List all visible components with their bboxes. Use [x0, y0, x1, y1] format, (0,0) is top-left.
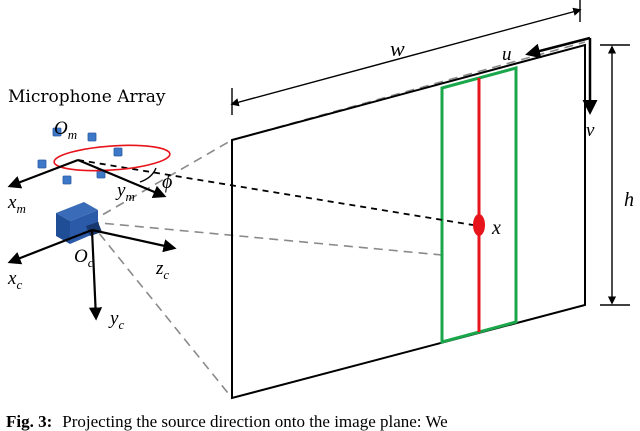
mic-element	[113, 147, 123, 157]
oc-label: Oc	[74, 246, 94, 270]
mic-element	[52, 127, 62, 137]
yc-label: yc	[108, 308, 124, 332]
om-label: Om	[54, 118, 77, 142]
zc-label: zc	[155, 258, 169, 282]
caption-prefix: Fig. 3:	[6, 412, 53, 431]
uv-axes	[525, 36, 598, 115]
mic-element	[62, 175, 72, 185]
height-dimension	[600, 44, 630, 306]
angle-arc	[53, 144, 171, 172]
width-dimension	[230, 0, 582, 115]
camera	[56, 202, 102, 244]
caption-text: Projecting the source direction onto the…	[62, 412, 448, 431]
mic-element	[87, 132, 97, 142]
mic-axes	[7, 158, 167, 199]
mic-element	[37, 159, 47, 169]
phi-arc	[139, 167, 157, 183]
source-point	[473, 214, 485, 236]
direction-line	[77, 159, 474, 226]
w-label: w	[390, 36, 405, 61]
h-label: h	[624, 189, 634, 211]
microphones	[37, 127, 123, 185]
camera-axes	[7, 228, 177, 321]
phi-label: ϕ	[162, 171, 172, 193]
xc-label: xc	[7, 268, 22, 292]
microphone-array-label: Microphone Array	[8, 87, 166, 107]
v-label: v	[586, 120, 595, 141]
image-plane	[231, 43, 586, 400]
u-label: u	[502, 44, 512, 65]
xm-label: xm	[7, 192, 26, 216]
x-label: x	[491, 217, 501, 239]
figure-caption: Fig. 3: Projecting the source direction o…	[6, 412, 636, 431]
ym-label: ym	[115, 180, 135, 204]
